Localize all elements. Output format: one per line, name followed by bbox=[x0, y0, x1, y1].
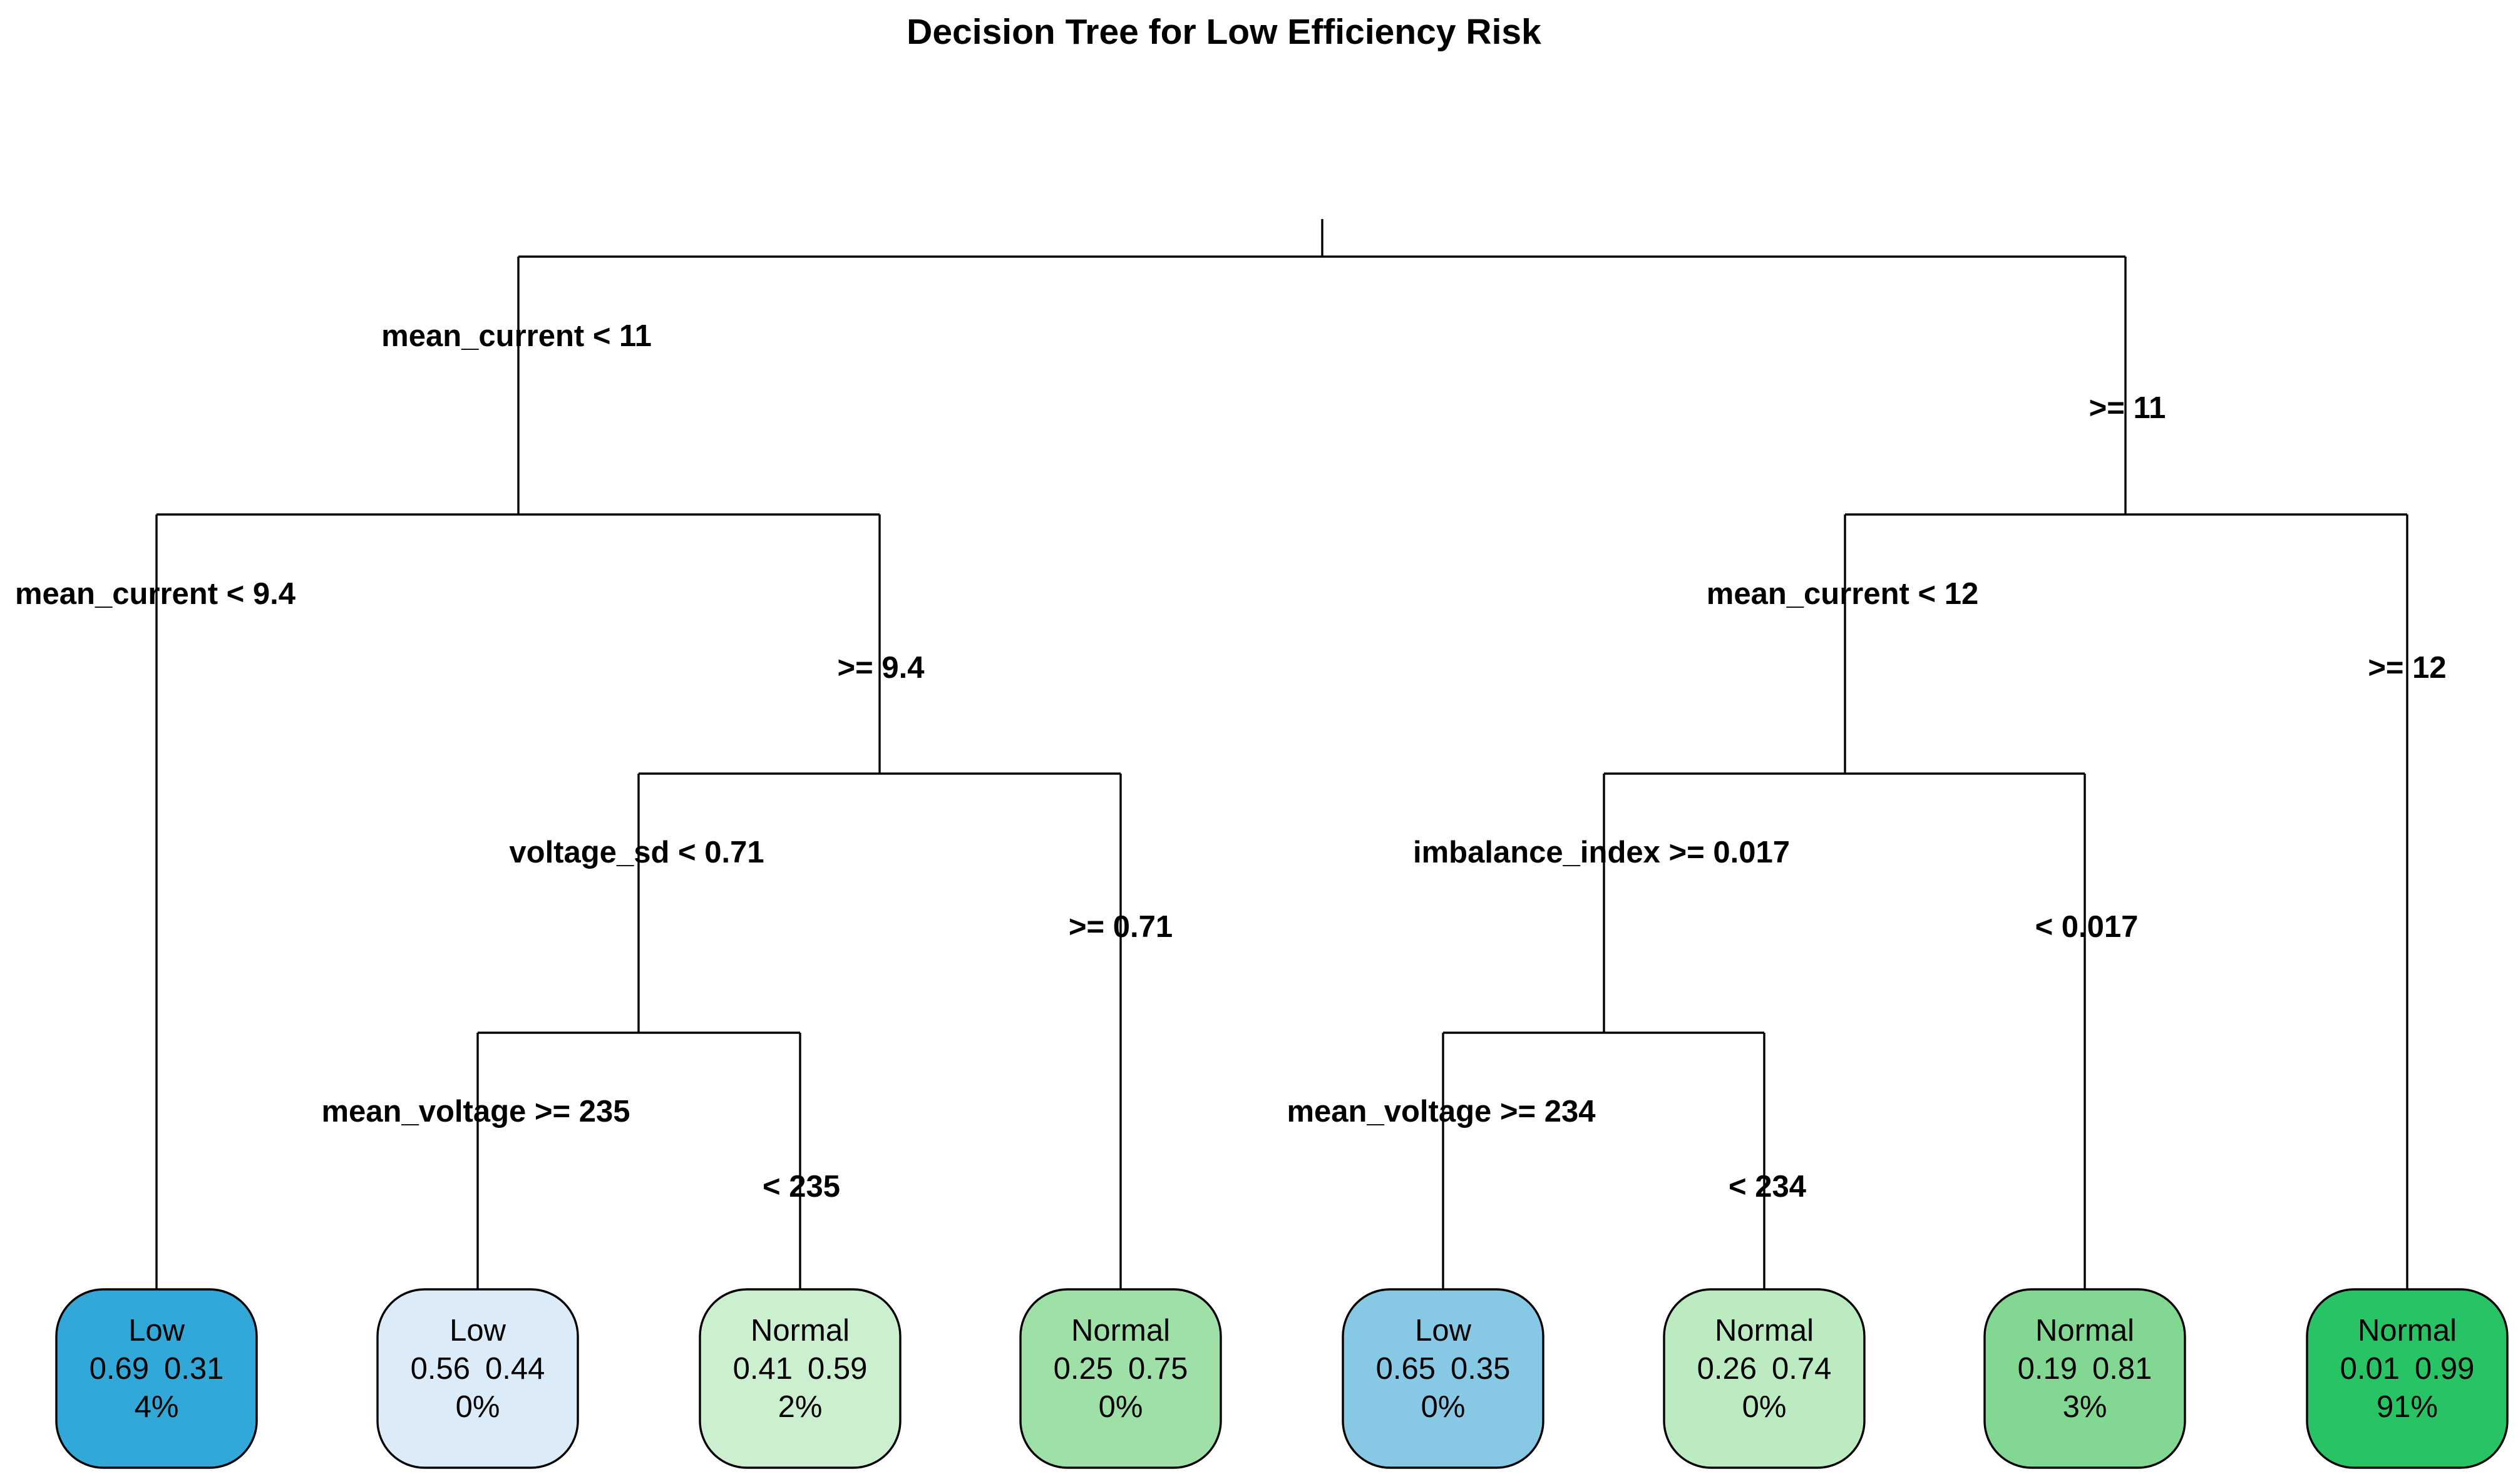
leaf-pct-8: 91% bbox=[2377, 1390, 2438, 1424]
leaf-prob-normal-8: 0.99 bbox=[2415, 1352, 2474, 1386]
leaf-prob-normal-3: 0.59 bbox=[808, 1352, 867, 1386]
split-label-left-right: >= 9.4 bbox=[838, 651, 925, 685]
leaf-class-5: Low bbox=[1415, 1314, 1472, 1348]
split-label-right-right: >= 12 bbox=[2368, 651, 2446, 685]
split-label-left-left: mean_current < 9.4 bbox=[15, 577, 295, 611]
leaf-node-2: Low 0.56 0.44 0% bbox=[376, 1288, 579, 1469]
chart-title: Decision Tree for Low Efficiency Risk bbox=[907, 12, 1541, 52]
leaf-node-8: Normal 0.01 0.99 91% bbox=[2306, 1288, 2509, 1469]
split-label-imb-right: < 0.017 bbox=[2035, 910, 2139, 944]
split-label-mv235-right: < 235 bbox=[763, 1170, 840, 1204]
split-label-right-left: mean_current < 12 bbox=[1707, 577, 1978, 611]
leaf-pct-3: 2% bbox=[778, 1390, 823, 1424]
leaf-class-4: Normal bbox=[1071, 1314, 1170, 1348]
leaf-prob-low-3: 0.41 bbox=[733, 1352, 793, 1386]
leaf-prob-normal-6: 0.74 bbox=[1772, 1352, 1831, 1386]
leaf-prob-low-4: 0.25 bbox=[1054, 1352, 1113, 1386]
split-label-mv234-left: mean_voltage >= 234 bbox=[1287, 1095, 1595, 1128]
leaf-box-4 bbox=[1019, 1288, 1222, 1469]
leaf-prob-low-2: 0.56 bbox=[411, 1352, 470, 1386]
leaf-prob-normal-2: 0.44 bbox=[485, 1352, 545, 1386]
leaf-prob-normal-1: 0.31 bbox=[164, 1352, 224, 1386]
tree-edges bbox=[155, 219, 2408, 1289]
leaf-node-5: Low 0.65 0.35 0% bbox=[1342, 1288, 1544, 1469]
leaf-node-3: Normal 0.41 0.59 2% bbox=[699, 1288, 902, 1469]
leaf-prob-normal-4: 0.75 bbox=[1128, 1352, 1188, 1386]
leaf-node-4: Normal 0.25 0.75 0% bbox=[1019, 1288, 1222, 1469]
leaf-prob-low-7: 0.19 bbox=[2018, 1352, 2077, 1386]
leaf-box-2 bbox=[376, 1288, 579, 1469]
leaf-prob-low-5: 0.65 bbox=[1376, 1352, 1436, 1386]
split-label-mv235-left: mean_voltage >= 235 bbox=[321, 1095, 630, 1128]
leaf-box-1 bbox=[55, 1288, 258, 1469]
leaf-prob-normal-5: 0.35 bbox=[1451, 1352, 1510, 1386]
leaf-nodes: Low 0.69 0.31 4% Low 0.56 0.44 0% Normal… bbox=[55, 1288, 2509, 1469]
split-label-root-left: mean_current < 11 bbox=[381, 319, 652, 353]
split-label-root-right: >= 11 bbox=[2089, 391, 2166, 425]
leaf-pct-6: 0% bbox=[1742, 1390, 1787, 1424]
leaf-class-2: Low bbox=[450, 1314, 506, 1348]
split-label-mv234-right: < 234 bbox=[1729, 1170, 1806, 1204]
leaf-pct-4: 0% bbox=[1099, 1390, 1143, 1424]
leaf-class-7: Normal bbox=[2035, 1314, 2134, 1348]
split-label-vsd-left: voltage_sd < 0.71 bbox=[509, 836, 764, 869]
leaf-prob-low-8: 0.01 bbox=[2340, 1352, 2400, 1386]
leaf-pct-5: 0% bbox=[1421, 1390, 1466, 1424]
leaf-box-6 bbox=[1663, 1288, 1866, 1469]
leaf-node-6: Normal 0.26 0.74 0% bbox=[1663, 1288, 1866, 1469]
leaf-prob-low-1: 0.69 bbox=[90, 1352, 149, 1386]
leaf-pct-1: 4% bbox=[135, 1390, 179, 1424]
leaf-prob-low-6: 0.26 bbox=[1697, 1352, 1757, 1386]
leaf-pct-2: 0% bbox=[456, 1390, 500, 1424]
split-label-imb-left: imbalance_index >= 0.017 bbox=[1413, 836, 1790, 869]
leaf-prob-normal-7: 0.81 bbox=[2092, 1352, 2152, 1386]
leaf-class-8: Normal bbox=[2358, 1314, 2457, 1348]
leaf-box-5 bbox=[1342, 1288, 1544, 1469]
split-labels: mean_current < 11 >= 11 mean_current < 9… bbox=[15, 319, 2447, 1204]
leaf-box-7 bbox=[1983, 1288, 2186, 1469]
leaf-node-7: Normal 0.19 0.81 3% bbox=[1983, 1288, 2186, 1469]
leaf-node-1: Low 0.69 0.31 4% bbox=[55, 1288, 258, 1469]
leaf-box-3 bbox=[699, 1288, 902, 1469]
split-label-vsd-right: >= 0.71 bbox=[1069, 910, 1173, 944]
leaf-class-1: Low bbox=[128, 1314, 185, 1348]
leaf-class-6: Normal bbox=[1715, 1314, 1814, 1348]
leaf-pct-7: 3% bbox=[2063, 1390, 2107, 1424]
leaf-box-8 bbox=[2306, 1288, 2509, 1469]
leaf-class-3: Normal bbox=[751, 1314, 850, 1348]
